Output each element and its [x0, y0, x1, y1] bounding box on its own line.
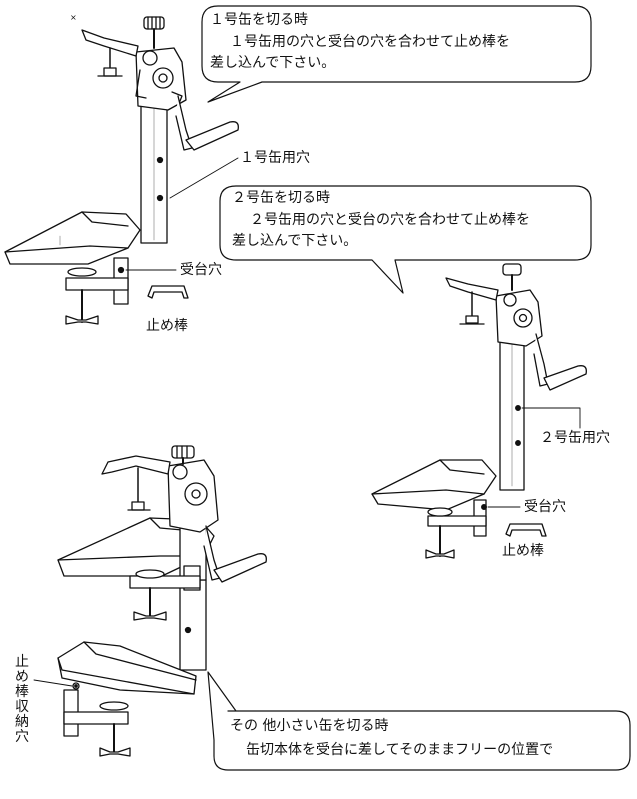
stop-rod-2-shape: [506, 524, 546, 536]
label-stop-rod-1: 止め棒: [146, 318, 188, 334]
label-base-hole-2: 受台穴: [524, 499, 566, 515]
callout-can2-line1: ２号缶用の穴と受台の穴を合わせて止め棒を: [250, 212, 530, 228]
label-can2-hole: ２号缶用穴: [540, 430, 610, 446]
can-opener-assembly-3: [58, 446, 266, 670]
callout-can1-title: １号缶を切る時: [210, 12, 308, 28]
label-can1-hole: １号缶用穴: [240, 150, 310, 166]
callout-can2-line2: 差し込んで下さい。: [232, 233, 358, 249]
can-opener-assembly-2: [372, 264, 586, 558]
callout-can1-line1: １号缶用の穴と受台の穴を合わせて止め棒を: [230, 34, 510, 50]
label-base-hole-1: 受台穴: [180, 262, 222, 278]
label-stop-rod-2: 止め棒: [502, 543, 544, 559]
callout-can2-title: ２号缶を切る時: [232, 190, 330, 206]
stop-rod-1-shape: [148, 286, 188, 298]
callout-bubble-can1: [202, 6, 591, 102]
callout-can1-line2: 差し込んで下さい。: [210, 55, 336, 71]
callout-small-line1: 缶切本体を受台に差してそのままフリーの位置で: [246, 742, 554, 758]
callout-bubble-small: [208, 672, 630, 770]
callout-small-title: その 他小さい缶を切る時: [230, 718, 389, 734]
svg-text:×: ×: [70, 13, 77, 22]
base-assembly-4: [58, 642, 196, 756]
label-stop-rod-storage-hole: 止め棒収納穴: [15, 654, 29, 745]
callout-bubble-can2: [220, 186, 591, 293]
can-opener-assembly-1: [5, 17, 238, 324]
